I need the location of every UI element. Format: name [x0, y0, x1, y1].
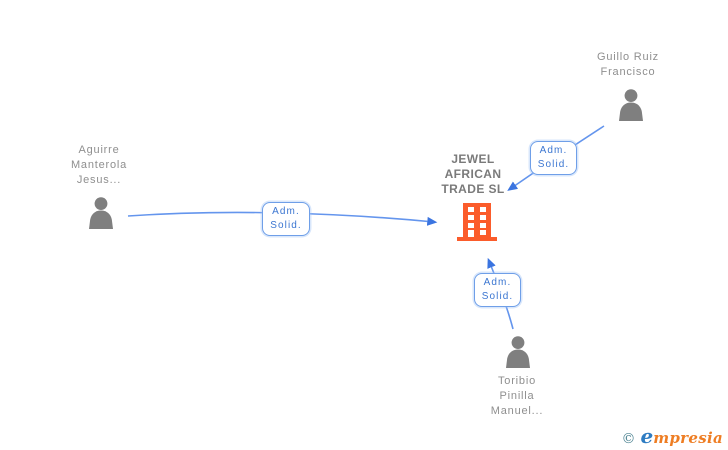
person-label-line: Manterola [70, 159, 128, 171]
building-icon[interactable] [457, 203, 497, 241]
edge-label-line: Adm. [483, 277, 512, 288]
person-icon[interactable] [614, 89, 648, 121]
person-icon[interactable] [84, 197, 118, 229]
edge-label-line: Solid. [481, 291, 514, 302]
empresia-logo: © e mpresia [621, 426, 723, 447]
person-label-toribio-pinilla[interactable]: Toribio Pinilla Manuel... [457, 374, 577, 419]
company-label-line: TRADE SL [441, 182, 505, 196]
edge-label-line: Adm. [272, 206, 300, 217]
edge-label-line: Adm. [539, 145, 568, 156]
company-label-jewel-african-trade[interactable]: JEWEL AFRICAN TRADE SL [423, 152, 523, 197]
person-label-aguirre-manterola[interactable]: Aguirre Manterola Jesus... [39, 143, 159, 188]
empresia-logo-text: mpresia [653, 429, 723, 447]
person-label-line: Aguirre [78, 144, 120, 156]
person-label-line: Toribio [497, 375, 536, 387]
person-label-line: Manuel... [490, 405, 544, 417]
person-label-line: Francisco [600, 66, 656, 78]
edge-label-line: Solid. [537, 159, 570, 170]
empresia-logo-initial: e [640, 424, 654, 448]
person-icon[interactable] [501, 336, 535, 368]
company-label-line: AFRICAN [444, 167, 502, 181]
edge-label-adm-solid[interactable]: Adm. Solid. [262, 202, 310, 236]
copyright-icon: © [621, 431, 636, 447]
person-label-line: Jesus... [76, 174, 122, 186]
edge-label-line: Solid. [270, 220, 302, 231]
edge-label-adm-solid[interactable]: Adm. Solid. [530, 141, 577, 175]
company-label-line: JEWEL [451, 152, 495, 166]
edge-label-adm-solid[interactable]: Adm. Solid. [474, 273, 521, 307]
person-label-line: Guillo Ruiz [597, 51, 659, 63]
person-label-line: Pinilla [499, 390, 535, 402]
person-label-guillo-ruiz[interactable]: Guillo Ruiz Francisco [568, 50, 688, 80]
